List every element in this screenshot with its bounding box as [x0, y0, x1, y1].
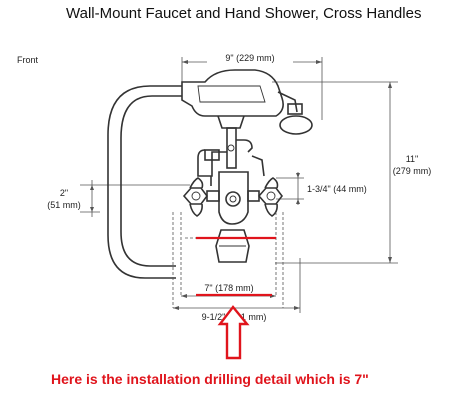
left-height-inch-label: 2": [60, 188, 68, 198]
top-width-dimension: 9" (229 mm): [181, 52, 323, 120]
hand-shower: [181, 69, 313, 135]
red-annotation-marks: [196, 236, 276, 360]
spout-drop-label: 1-3/4" (44 mm): [307, 184, 367, 194]
left-height-mm-label: (51 mm): [47, 200, 81, 210]
centers-label: 7" (178 mm): [204, 283, 253, 293]
left-height-dimension: 2" (51 mm): [47, 180, 190, 217]
red-up-arrow: [217, 305, 250, 360]
total-height-mm-label: (279 mm): [393, 166, 432, 176]
total-height-dimension: 11" (279 mm): [272, 81, 436, 264]
view-label: Front: [17, 55, 39, 65]
annotation-caption: Here is the installation drilling detail…: [51, 371, 369, 387]
left-cross-handle: [182, 177, 220, 217]
diagram-title: Wall-Mount Faucet and Hand Shower, Cross…: [66, 5, 422, 22]
top-width-label: 9" (229 mm): [225, 53, 274, 63]
total-height-inch-label: 11": [406, 154, 419, 164]
cradle: [217, 115, 253, 169]
spout-outlet: [215, 229, 250, 263]
spout: [197, 149, 265, 225]
hose: [107, 85, 182, 279]
spout-drop-dimension: 1-3/4" (44 mm): [276, 172, 367, 205]
right-cross-handle: [247, 177, 283, 217]
